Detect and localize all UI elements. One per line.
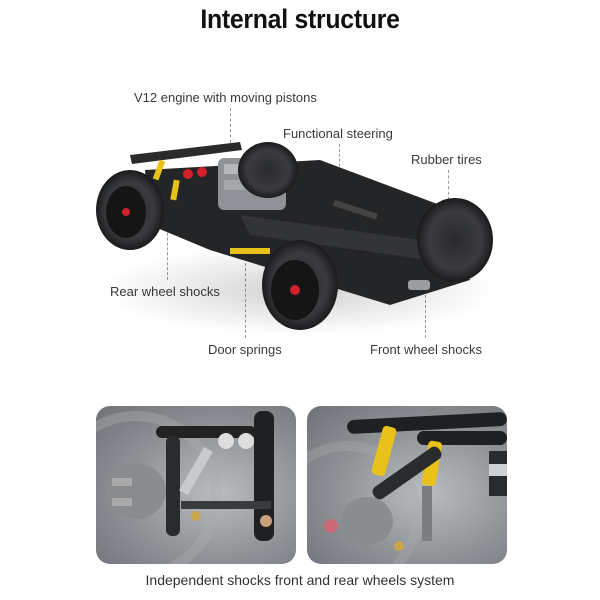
callout-front-shocks: Front wheel shocks [370, 342, 482, 357]
leader-line-steering [339, 144, 340, 186]
leader-line-engine [230, 108, 231, 148]
callout-steering: Functional steering [283, 126, 393, 141]
callout-tires: Rubber tires [411, 152, 482, 167]
callout-door-springs: Door springs [208, 342, 282, 357]
leader-line-tires [448, 170, 449, 200]
detail-image-front-suspension [96, 406, 296, 564]
leader-line-rear-shocks [167, 218, 168, 280]
callout-engine: V12 engine with moving pistons [134, 90, 317, 105]
chassis-image [90, 130, 510, 340]
detail-image-rear-suspension [307, 406, 507, 564]
detail-caption: Independent shocks front and rear wheels… [145, 572, 455, 588]
page-title: Internal structure [200, 4, 400, 34]
